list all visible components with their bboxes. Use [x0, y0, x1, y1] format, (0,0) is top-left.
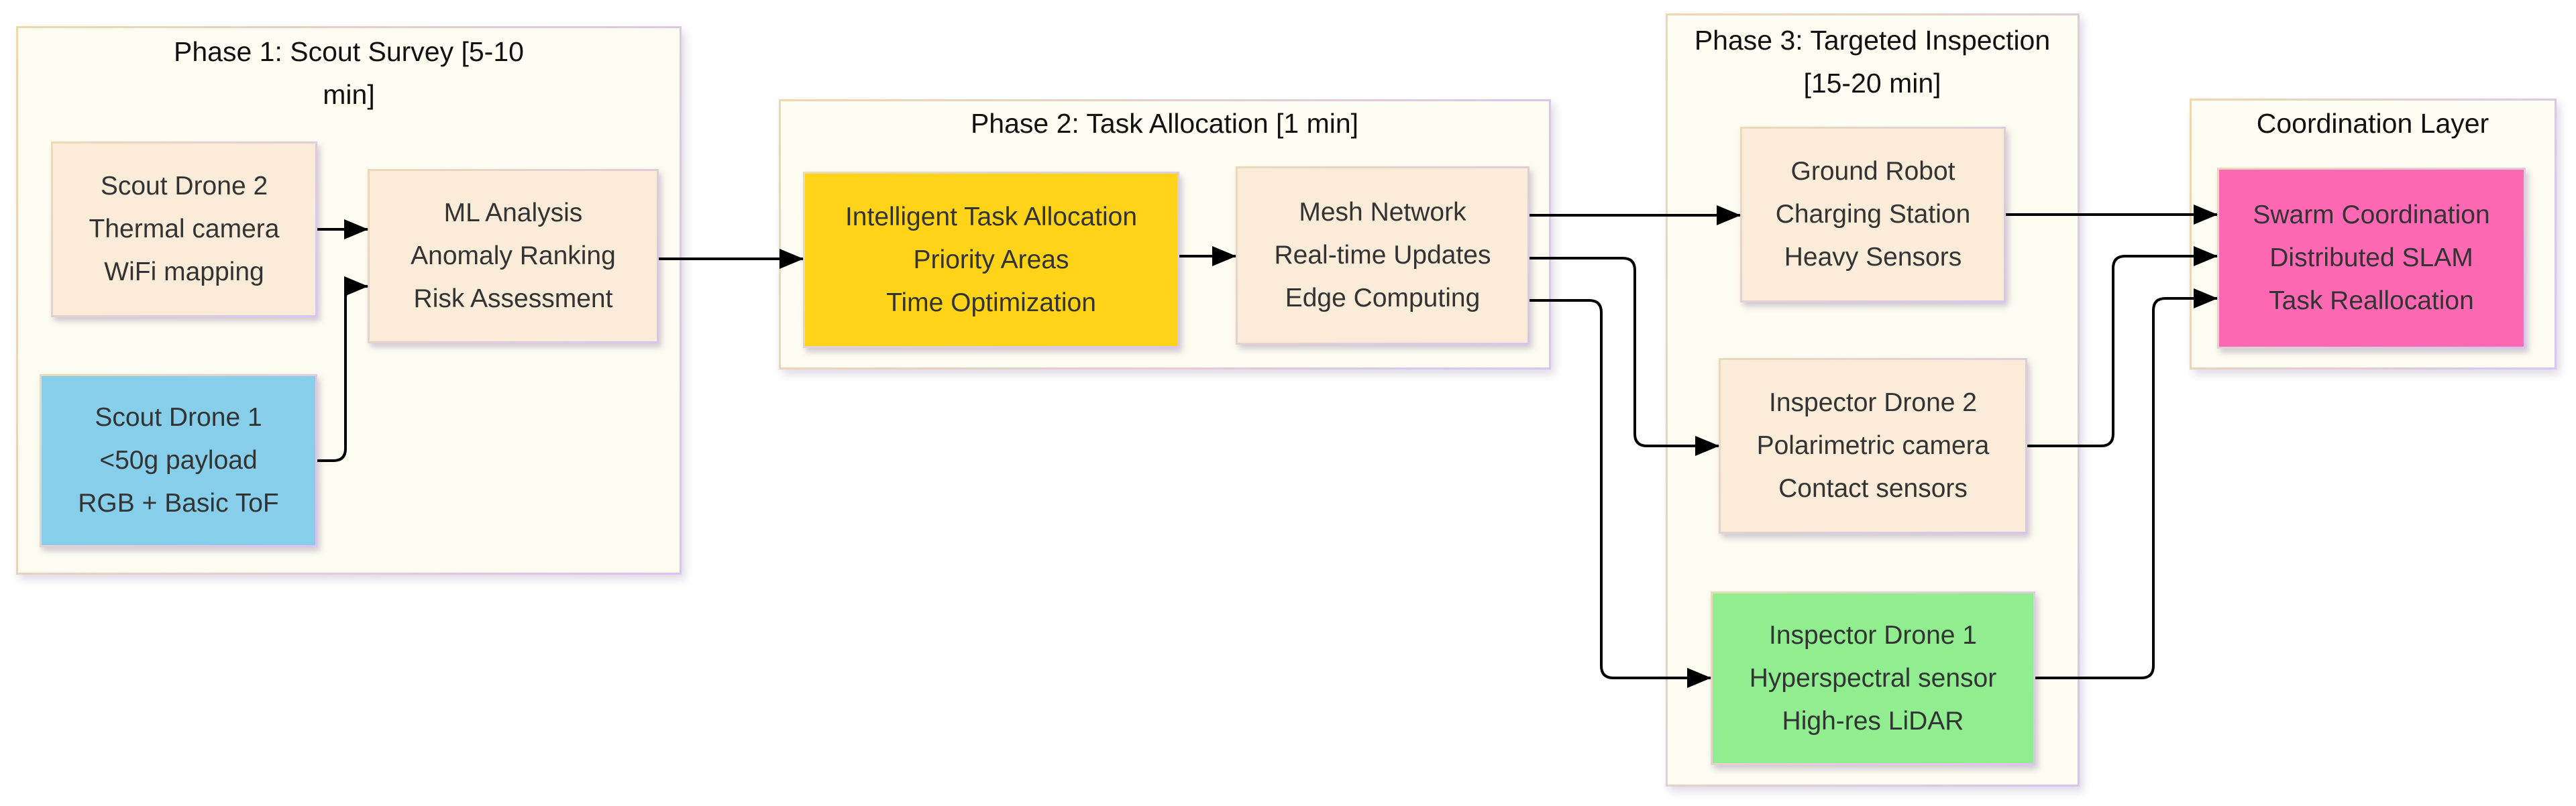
node-line: Heavy Sensors — [1784, 243, 1962, 272]
node-ml-analysis: ML Analysis Anomaly Ranking Risk Assessm… — [368, 169, 659, 343]
node-line: Inspector Drone 1 — [1768, 620, 1977, 650]
cluster-title-phase-1: Phase 1: Scout Survey [5-10 min] — [174, 36, 524, 110]
node-line: Real-time Updates — [1274, 241, 1491, 270]
node-line: Contact sensors — [1778, 474, 1968, 503]
node-mesh-network: Mesh Network Real-time Updates Edge Comp… — [1236, 166, 1529, 345]
node-inspector-drone-2: Inspector Drone 2 Polarimetric camera Co… — [1719, 358, 2027, 534]
node-intelligent-task-allocation: Intelligent Task Allocation Priority Are… — [803, 172, 1179, 348]
cluster-title-phase-2: Phase 2: Task Allocation [1 min] — [970, 108, 1359, 139]
node-line: Polarimetric camera — [1756, 431, 1990, 460]
node-line: Edge Computing — [1285, 284, 1481, 312]
node-line: Thermal camera — [89, 215, 280, 243]
node-line: RGB + Basic ToF — [78, 489, 279, 518]
node-line: Risk Assessment — [413, 284, 613, 313]
node-line: Time Optimization — [886, 288, 1096, 317]
node-line: Scout Drone 1 — [95, 403, 262, 432]
node-line: Scout Drone 2 — [100, 172, 268, 200]
node-line: Mesh Network — [1299, 198, 1466, 227]
node-line: Distributed SLAM — [2269, 243, 2473, 272]
node-line: Anomaly Ranking — [411, 241, 616, 270]
node-line: Swarm Coordination — [2253, 200, 2490, 229]
node-line: Priority Areas — [913, 245, 1069, 274]
node-line: Hyperspectral sensor — [1749, 663, 1997, 693]
node-line: WiFi mapping — [104, 257, 264, 286]
node-line: ML Analysis — [443, 198, 583, 227]
node-line: <50g payload — [99, 446, 258, 475]
cluster-title-phase-3: Phase 3: Targeted Inspection [15-20 min] — [1694, 25, 2051, 99]
node-line: Inspector Drone 2 — [1768, 388, 1977, 417]
node-line: High-res LiDAR — [1782, 706, 1964, 736]
node-line: Task Reallocation — [2269, 286, 2474, 315]
node-line: Intelligent Task Allocation — [845, 202, 1138, 231]
node-scout-drone-2: Scout Drone 2 Thermal camera WiFi mappin… — [51, 141, 317, 317]
node-scout-drone-1: Scout Drone 1 <50g payload RGB + Basic T… — [40, 374, 317, 547]
node-inspector-drone-1: Inspector Drone 1 Hyperspectral sensor H… — [1711, 591, 2035, 765]
node-line: Ground Robot — [1790, 157, 1955, 186]
cluster-title-coordination-layer: Coordination Layer — [2256, 108, 2489, 139]
node-line: Charging Station — [1775, 200, 1971, 229]
node-swarm-coordination: Swarm Coordination Distributed SLAM Task… — [2217, 168, 2526, 349]
node-ground-robot: Ground Robot Charging Station Heavy Sens… — [1740, 127, 2006, 302]
